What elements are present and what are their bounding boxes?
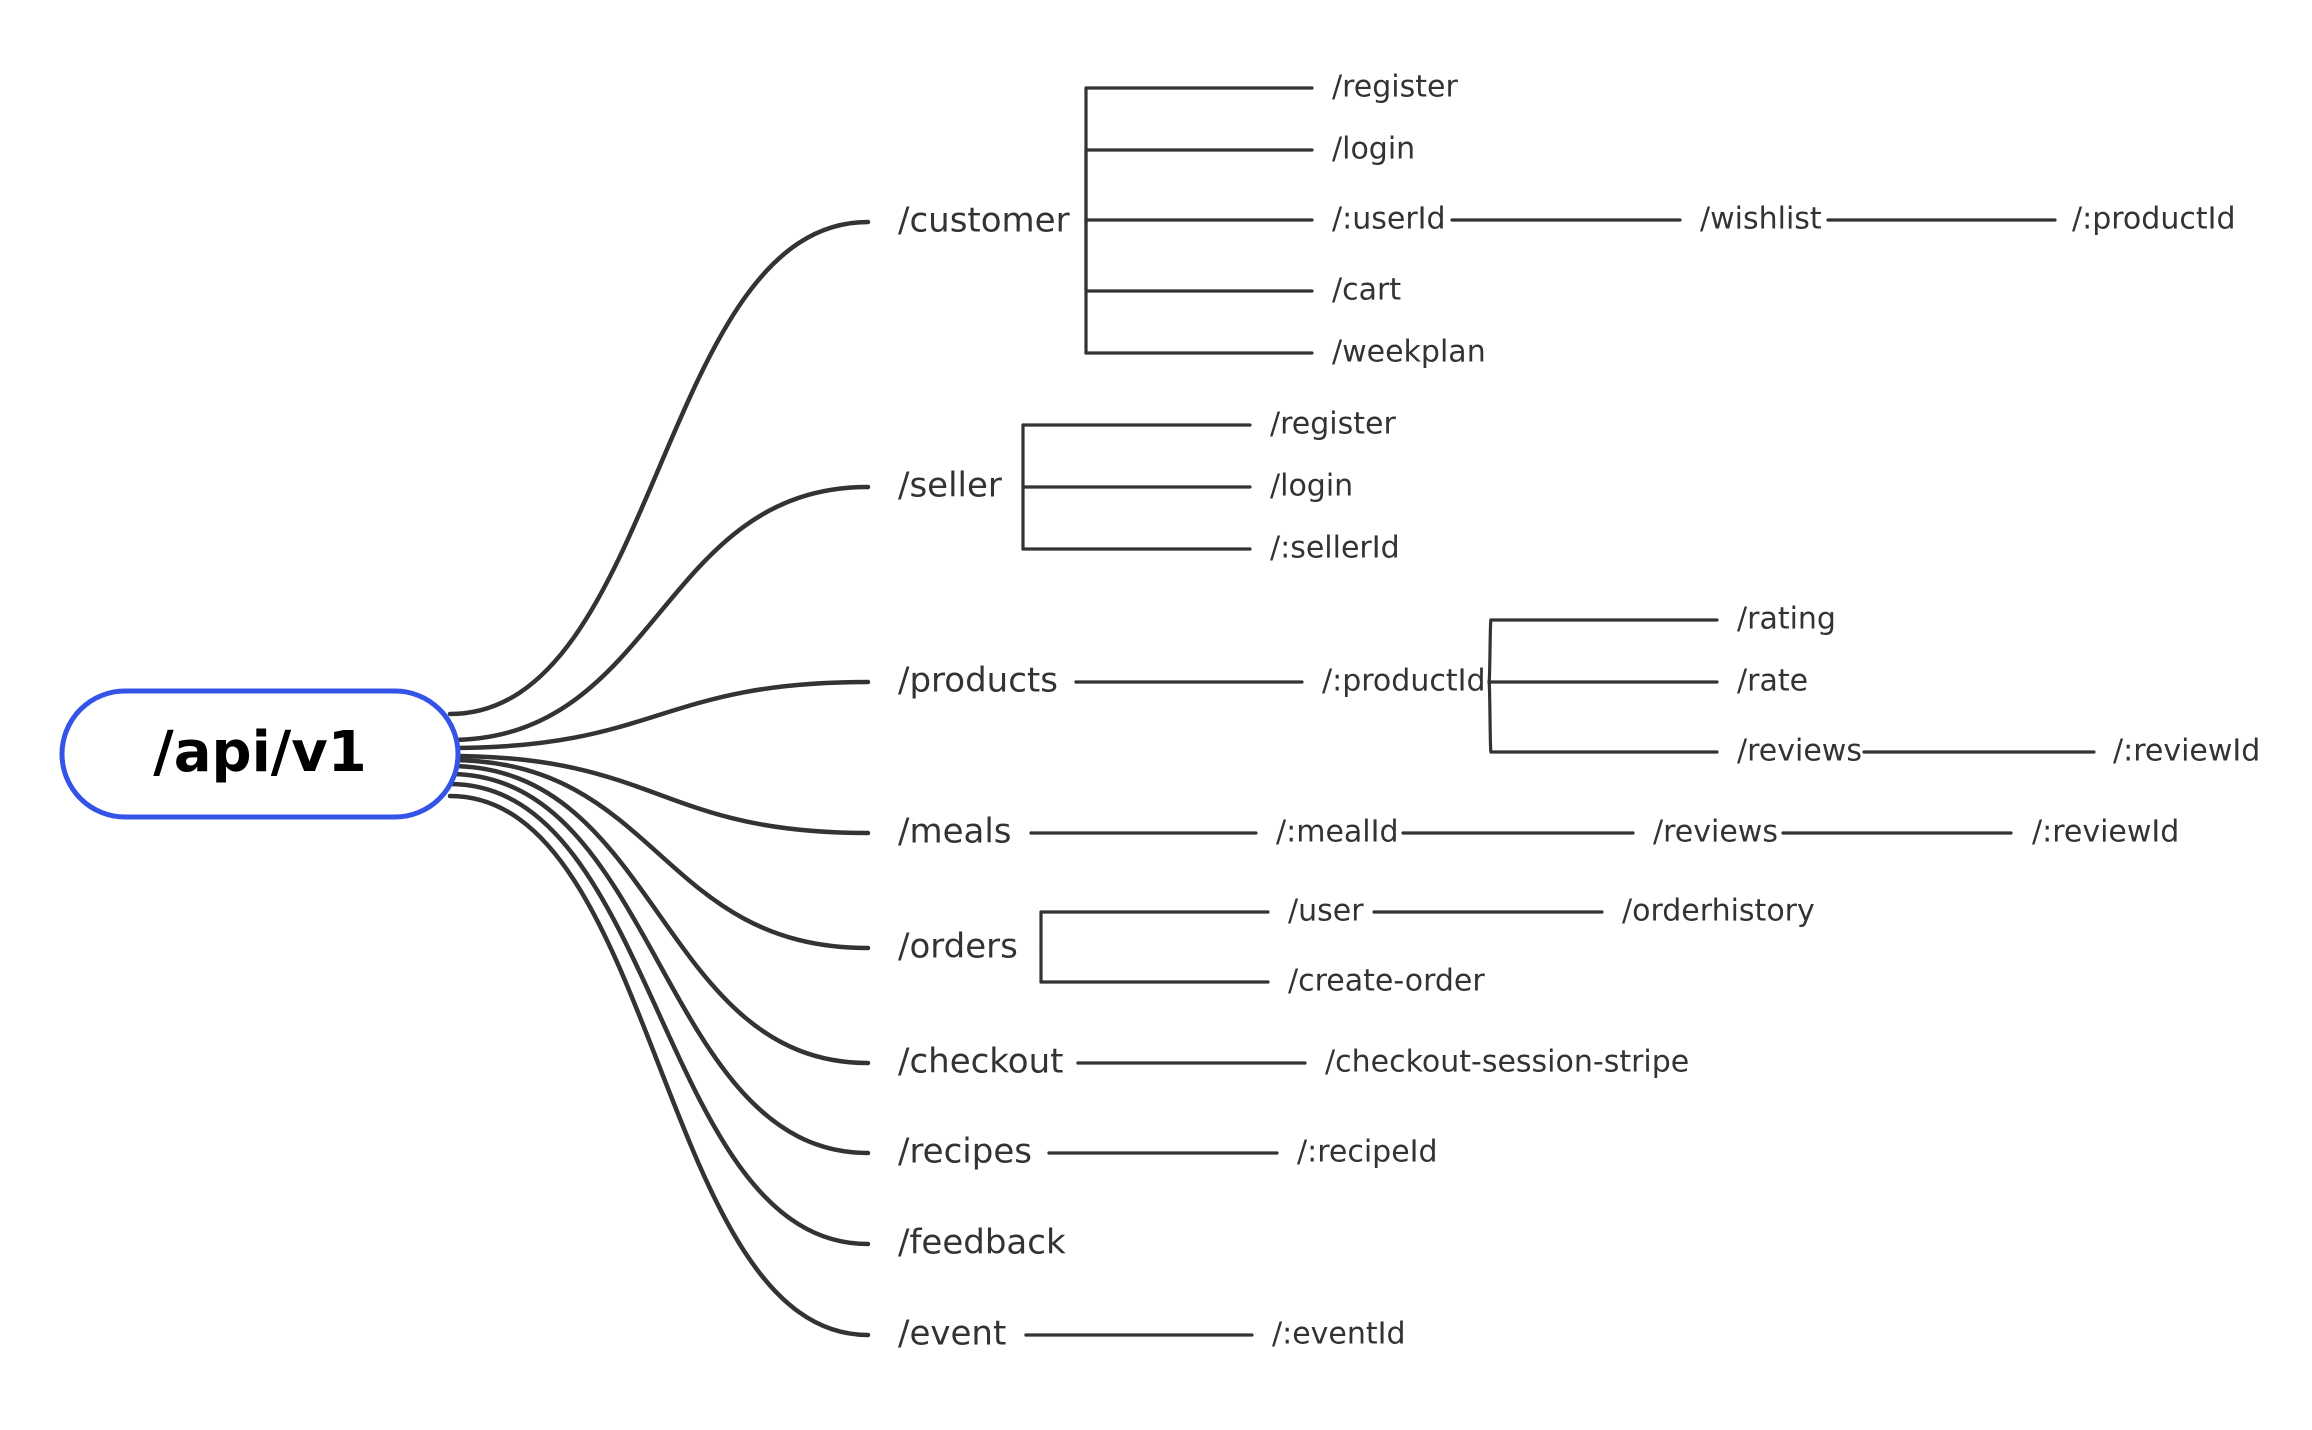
node-sellerid[interactable]: /:sellerId — [1270, 531, 1400, 566]
branch-meals[interactable]: /meals — [898, 812, 1012, 852]
root-node-border — [59, 688, 461, 820]
node-reviewid[interactable]: /:reviewId — [2113, 734, 2260, 769]
root-node[interactable]: /api/v1 — [59, 688, 461, 820]
node-login[interactable]: /login — [1270, 469, 1353, 504]
edge-products — [447, 679, 871, 751]
branch-products[interactable]: /products — [898, 661, 1058, 701]
node-productid[interactable]: /:productId — [2072, 202, 2236, 237]
mindmap-nodes: /customer/register/login /:userId/wishlis… — [898, 70, 2260, 1354]
branch-event[interactable]: /event — [898, 1314, 1006, 1354]
edge-reviews — [1487, 680, 1493, 754]
branch-customer[interactable]: /customer — [898, 201, 1070, 241]
branch-feedback[interactable]: /feedback — [898, 1223, 1066, 1263]
edge-event — [447, 793, 871, 1338]
node-productid[interactable]: /:productId — [1322, 664, 1486, 699]
branch-orders[interactable]: /orders — [898, 927, 1018, 967]
root-node-label: /api/v1 — [153, 720, 366, 785]
node-userid[interactable]: /:userId — [1332, 202, 1446, 237]
edge-seller — [447, 484, 871, 743]
node-recipeid[interactable]: /:recipeId — [1297, 1135, 1438, 1170]
node-register[interactable]: /register — [1270, 407, 1396, 442]
node-weekplan[interactable]: /weekplan — [1332, 335, 1486, 370]
node-reviewid[interactable]: /:reviewId — [2032, 815, 2179, 850]
edge-checkout — [447, 763, 871, 1066]
node-wishlist[interactable]: /wishlist — [1700, 202, 1822, 237]
node-reviews[interactable]: /reviews — [1737, 734, 1862, 769]
node-mealid[interactable]: /:mealId — [1276, 815, 1399, 850]
node-orderhistory[interactable]: /orderhistory — [1622, 894, 1815, 929]
branch-checkout[interactable]: /checkout — [898, 1042, 1063, 1082]
node-cart[interactable]: /cart — [1332, 273, 1401, 308]
edge-rating — [1487, 618, 1493, 684]
node-eventid[interactable]: /:eventId — [1272, 1317, 1406, 1352]
node-user[interactable]: /user — [1288, 894, 1364, 929]
mindmap-edges — [447, 86, 2096, 1338]
branch-seller[interactable]: /seller — [898, 466, 1002, 506]
edge-meals — [447, 753, 871, 836]
branch-recipes[interactable]: /recipes — [898, 1132, 1032, 1172]
edge-recipes — [447, 771, 871, 1156]
node-rating[interactable]: /rating — [1737, 602, 1836, 637]
node-login[interactable]: /login — [1332, 132, 1415, 167]
node-checkout-session-stripe[interactable]: /checkout-session-stripe — [1325, 1045, 1689, 1080]
node-create-order[interactable]: /create-order — [1288, 964, 1485, 999]
node-rate[interactable]: /rate — [1737, 664, 1808, 699]
edge-orders — [447, 757, 871, 951]
node-reviews[interactable]: /reviews — [1653, 815, 1778, 850]
node-register[interactable]: /register — [1332, 70, 1458, 105]
edge-feedback — [447, 781, 871, 1247]
edge-customer — [447, 219, 871, 717]
